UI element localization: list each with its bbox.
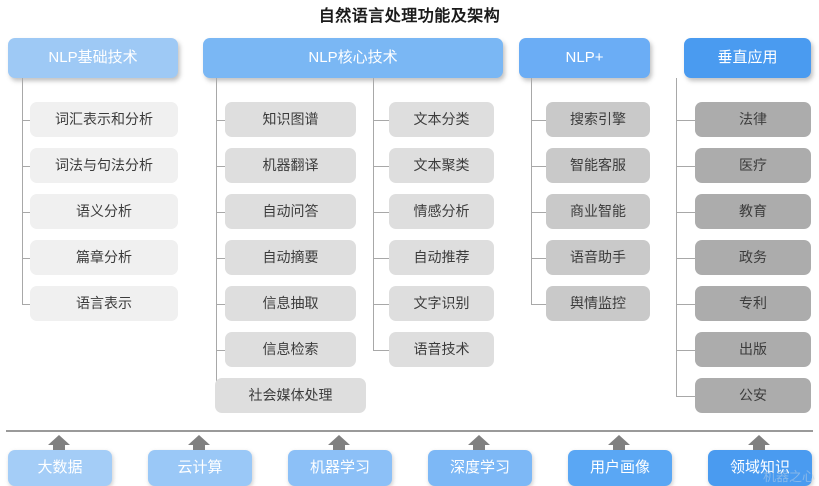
list-item[interactable]: 教育 xyxy=(695,194,811,229)
list-item[interactable]: 文本分类 xyxy=(389,102,494,137)
connector-branch-c4-0 xyxy=(676,120,697,121)
list-item[interactable]: 信息抽取 xyxy=(225,286,356,321)
connector-branch-c4-6 xyxy=(676,396,697,397)
connector-trunk-c3 xyxy=(531,78,532,304)
connector-trunk-c4 xyxy=(676,78,677,396)
list-item[interactable]: 法律 xyxy=(695,102,811,137)
list-item[interactable]: 情感分析 xyxy=(389,194,494,229)
connector-branch-c3-4 xyxy=(531,304,548,305)
foundation-item-big-data[interactable]: 大数据 xyxy=(8,450,112,486)
foundation-item-domain-knowledge[interactable]: 领域知识 xyxy=(708,450,812,486)
list-item[interactable]: 词汇表示和分析 xyxy=(30,102,178,137)
connector-branch-c2r-1 xyxy=(373,166,391,167)
connector-branch-c2r-4 xyxy=(373,304,391,305)
list-item[interactable]: 语义分析 xyxy=(30,194,178,229)
connector-branch-c2r-5 xyxy=(373,350,391,351)
connector-branch-c4-2 xyxy=(676,212,697,213)
list-item[interactable]: 智能客服 xyxy=(546,148,650,183)
connector-branch-c3-3 xyxy=(531,258,548,259)
list-item[interactable]: 文本聚类 xyxy=(389,148,494,183)
list-item[interactable]: 舆情监控 xyxy=(546,286,650,321)
list-item[interactable]: 专利 xyxy=(695,286,811,321)
connector-branch-c2r-3 xyxy=(373,258,391,259)
foundation-item-user-profile[interactable]: 用户画像 xyxy=(568,450,672,486)
section-divider xyxy=(6,430,813,432)
connector-trunk-c2-left xyxy=(216,78,217,396)
connector-branch-c2r-0 xyxy=(373,120,391,121)
list-item[interactable]: 语音技术 xyxy=(389,332,494,367)
list-item[interactable]: 公安 xyxy=(695,378,811,413)
connector-branch-c4-1 xyxy=(676,166,697,167)
connector-branch-c4-5 xyxy=(676,350,697,351)
list-item[interactable]: 文字识别 xyxy=(389,286,494,321)
list-item[interactable]: 自动摘要 xyxy=(225,240,356,275)
column-header-nlp-plus[interactable]: NLP+ xyxy=(519,38,650,78)
column-header-nlp-core[interactable]: NLP核心技术 xyxy=(203,38,503,78)
list-item[interactable]: 商业智能 xyxy=(546,194,650,229)
list-item[interactable]: 知识图谱 xyxy=(225,102,356,137)
list-item[interactable]: 医疗 xyxy=(695,148,811,183)
watermark: 机器之心 xyxy=(762,469,815,484)
list-item[interactable]: 语音助手 xyxy=(546,240,650,275)
list-item[interactable]: 出版 xyxy=(695,332,811,367)
list-item[interactable]: 篇章分析 xyxy=(30,240,178,275)
list-item[interactable]: 词法与句法分析 xyxy=(30,148,178,183)
connector-branch-c4-4 xyxy=(676,304,697,305)
list-item[interactable]: 信息检索 xyxy=(225,332,356,367)
list-item[interactable]: 搜索引擎 xyxy=(546,102,650,137)
list-item[interactable]: 社会媒体处理 xyxy=(215,378,366,413)
connector-trunk-c1 xyxy=(22,78,23,304)
list-item[interactable]: 语言表示 xyxy=(30,286,178,321)
connector-branch-c2r-2 xyxy=(373,212,391,213)
connector-trunk-c2-right xyxy=(373,78,374,350)
list-item[interactable]: 政务 xyxy=(695,240,811,275)
connector-branch-c4-3 xyxy=(676,258,697,259)
column-header-nlp-foundation[interactable]: NLP基础技术 xyxy=(8,38,178,78)
foundation-item-deep-learning[interactable]: 深度学习 xyxy=(428,450,532,486)
connector-branch-c3-1 xyxy=(531,166,548,167)
column-header-vertical-application[interactable]: 垂直应用 xyxy=(684,38,811,78)
list-item[interactable]: 自动问答 xyxy=(225,194,356,229)
list-item[interactable]: 机器翻译 xyxy=(225,148,356,183)
list-item[interactable]: 自动推荐 xyxy=(389,240,494,275)
connector-branch-c3-0 xyxy=(531,120,548,121)
foundation-item-machine-learning[interactable]: 机器学习 xyxy=(288,450,392,486)
foundation-item-cloud-computing[interactable]: 云计算 xyxy=(148,450,252,486)
connector-branch-c3-2 xyxy=(531,212,548,213)
page-title: 自然语言处理功能及架构 xyxy=(318,8,501,25)
